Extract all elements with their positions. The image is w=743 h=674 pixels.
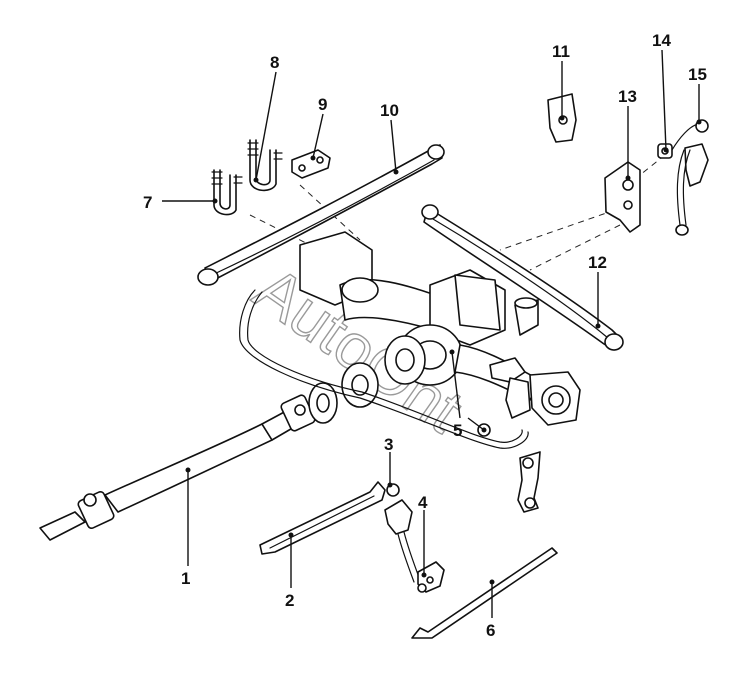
callout-7: 7 (143, 193, 152, 212)
callout-14: 14 (652, 31, 671, 50)
callout-labels: 1 2 3 4 5 6 7 8 9 10 11 12 13 14 15 (143, 31, 707, 640)
part-stabilizer-bar (239, 289, 529, 449)
callout-9: 9 (318, 95, 327, 114)
part-u-bolt-right (247, 139, 283, 192)
callout-11: 11 (552, 42, 570, 61)
callout-6: 6 (486, 621, 495, 640)
callout-8: 8 (270, 53, 279, 72)
part-clamp-plate (291, 149, 331, 179)
part-hose-bracket (417, 561, 445, 593)
part-stabilizer-link (517, 451, 541, 513)
callout-10: 10 (380, 101, 399, 120)
part-torque-rod (259, 481, 386, 555)
part-brake-rod (411, 547, 558, 639)
callout-4: 4 (418, 493, 428, 512)
part-brake-hose (384, 483, 421, 583)
callout-2: 2 (285, 591, 294, 610)
part-brake-pipe (671, 119, 709, 236)
part-u-bolt-left (211, 169, 243, 216)
part-leaf-spring-left (197, 144, 445, 286)
callout-1: 1 (181, 569, 190, 588)
callout-5: 5 (453, 421, 462, 440)
callout-12: 12 (588, 253, 607, 272)
callout-13: 13 (618, 87, 637, 106)
callout-15: 15 (688, 65, 707, 84)
part-leaf-spring-right (421, 204, 624, 351)
leader-lines (162, 49, 702, 618)
part-shackle-bracket (604, 161, 641, 233)
callout-3: 3 (384, 435, 393, 454)
